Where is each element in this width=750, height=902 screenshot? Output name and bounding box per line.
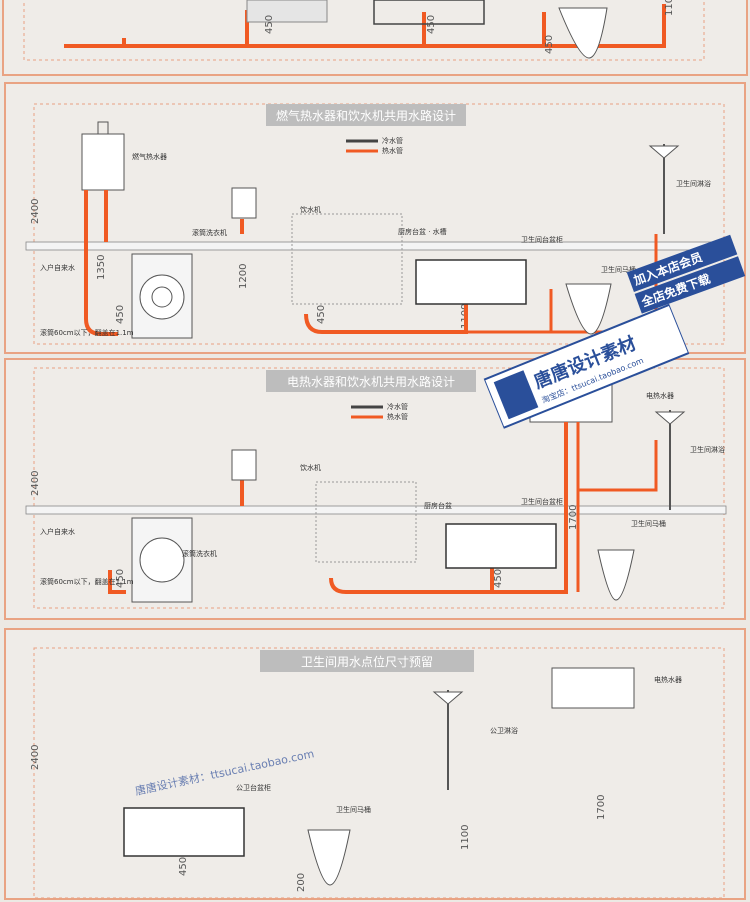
label-washer-2: 滚筒洗衣机 [182, 549, 217, 558]
electric-heater-drawing: 电热水器和饮水机共用水路设计 冷水管 热水管 2400 450 1700 450… [25, 367, 727, 609]
p1-dim-450a: 450 [115, 305, 126, 324]
drinker-unit-1 [231, 187, 257, 219]
label-drinker-1: 饮水机 [300, 205, 321, 214]
label-shower-3: 公卫淋浴 [490, 726, 518, 735]
legend-hot-1: 热水管 [382, 146, 403, 155]
label-drinker-2: 饮水机 [300, 463, 321, 472]
label-shower-1: 卫生间淋浴 [676, 179, 711, 188]
top-dim-3: 1100 [664, 0, 675, 16]
elec-heater-unit-3 [551, 667, 635, 709]
panel-1-title: 燃气热水器和饮水机共用水路设计 [276, 108, 456, 123]
panel-top-partial: 450 450 450 1100 [2, 0, 748, 76]
shower-head-1 [648, 145, 680, 159]
label-toilet-3: 卫生间马桶 [336, 805, 371, 814]
p3-dim-1100: 1100 [460, 825, 471, 850]
toilet-unit-2 [597, 549, 635, 601]
shower-head-3 [432, 691, 464, 705]
panel-3-title-box [260, 650, 474, 672]
p3-dim-200: 200 [296, 873, 307, 892]
label-kitchen-2: 厨房台盆 [424, 501, 452, 510]
label-washer-1: 滚筒洗衣机 [192, 228, 227, 237]
drinker-unit-2 [231, 449, 257, 481]
vanity-unit-3 [123, 807, 245, 857]
label-inlet-1: 入户自来水 [40, 263, 75, 272]
p1-dim-2400: 2400 [30, 199, 41, 224]
p2-dim-450a: 450 [115, 569, 126, 588]
gas-heater-unit [81, 133, 125, 191]
top-dim-2: 450 [544, 35, 555, 54]
panel-bathroom-dims: 卫生间用水点位尺寸预留 2400 1100 1700 450 200 电热水器 … [4, 628, 746, 900]
vanity-unit-2 [445, 523, 557, 569]
panel-2-title-box [266, 370, 476, 392]
legend-hot-2: 热水管 [387, 412, 408, 421]
label-gas-heater: 燃气热水器 [132, 152, 167, 161]
panel-2-title: 电热水器和饮水机共用水路设计 [287, 374, 455, 389]
top-partial-drawing: 450 450 450 1100 [23, 0, 705, 61]
label-vanity-2: 卫生间台盆柜 [521, 497, 563, 506]
shower-head-2 [654, 411, 686, 425]
legend-cold-1: 冷水管 [382, 136, 403, 145]
p2-dim-2400: 2400 [30, 471, 41, 496]
panel-gas-heater: 燃气热水器和饮水机共用水路设计 冷水管 热水管 2400 1350 1200 4… [4, 82, 746, 354]
top-dim-0: 450 [264, 15, 275, 34]
p1-dim-1350: 1350 [96, 255, 107, 280]
panel-electric-heater: 电热水器和饮水机共用水路设计 冷水管 热水管 2400 450 1700 450… [4, 358, 746, 620]
watermark-text: 唐唐设计素材：ttsucai.taobao.com [134, 746, 316, 798]
p1-dim-1200: 1200 [238, 264, 249, 289]
label-inlet-2: 入户自来水 [40, 527, 75, 536]
label-elec-heater-2: 电热水器 [646, 391, 674, 400]
panel-1-title-box [266, 104, 466, 126]
label-vanity-1: 卫生间台盆柜 [521, 235, 563, 244]
p3-dim-2400: 2400 [30, 745, 41, 770]
panel-3-title: 卫生间用水点位尺寸预留 [301, 654, 433, 669]
label-elec-heater-3: 电热水器 [654, 675, 682, 684]
p3-dim-450: 450 [178, 857, 189, 876]
gas-heater-drawing: 燃气热水器和饮水机共用水路设计 冷水管 热水管 2400 1350 1200 4… [25, 103, 727, 345]
label-note-1: 滚筒60cm以下，翻盖在1.1m [40, 328, 134, 337]
p2-dim-1700: 1700 [568, 505, 579, 530]
label-note-2: 滚筒60cm以下，翻盖在1.1m [40, 577, 134, 586]
label-shower-2: 卫生间淋浴 [690, 445, 725, 454]
vanity-unit-1 [415, 259, 527, 305]
toilet-unit-1 [565, 283, 612, 335]
brand-badge: 唐唐设计素材 淘宝店：ttsucai.taobao.com [480, 295, 695, 444]
legend-cold-2: 冷水管 [387, 402, 408, 411]
p2-dim-450b: 450 [493, 569, 504, 588]
label-kitchen-1: 厨房台盆 · 水槽 [398, 227, 447, 236]
p1-dim-450b: 450 [316, 305, 327, 324]
toilet-unit-3 [307, 829, 351, 886]
label-toilet-1: 卫生间马桶 [601, 265, 636, 274]
bathroom-dims-drawing: 卫生间用水点位尺寸预留 2400 1100 1700 450 200 电热水器 … [30, 647, 725, 899]
label-vanity-3: 公卫台盆柜 [236, 783, 271, 792]
top-dim-1: 450 [426, 15, 437, 34]
label-toilet-2: 卫生间马桶 [631, 519, 666, 528]
p3-dim-1700: 1700 [596, 795, 607, 820]
